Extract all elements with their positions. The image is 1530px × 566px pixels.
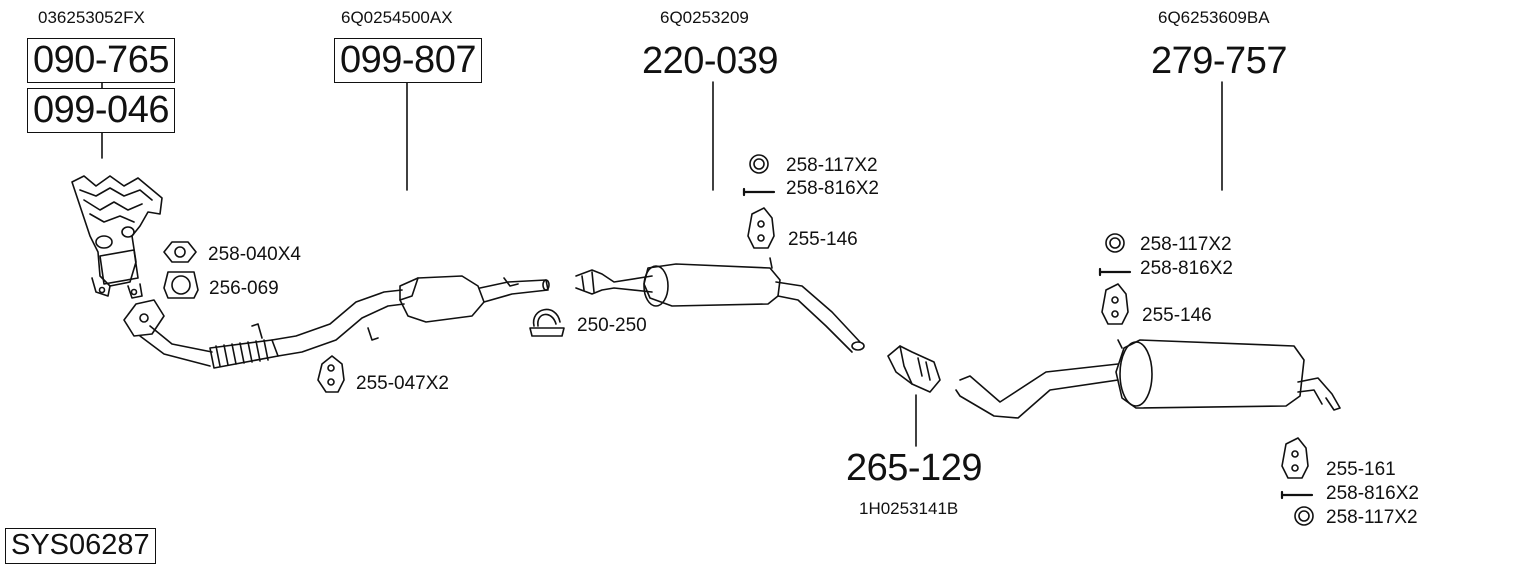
- label-clamp[interactable]: 250-250: [577, 315, 647, 336]
- label-hanger-front[interactable]: 255-047X2: [356, 373, 449, 394]
- label-bolt-center[interactable]: 258-816X2: [786, 178, 879, 199]
- oe-number-rear-muffler: 6Q6253609BA: [1158, 8, 1270, 27]
- center-muffler-icon: [575, 257, 865, 353]
- part-number-connector[interactable]: 265-129: [846, 447, 982, 489]
- bolt-icon: [742, 187, 1314, 500]
- part-number-manifold-a[interactable]: 090-765: [27, 38, 175, 83]
- label-ring-tail[interactable]: 258-117X2: [1326, 507, 1418, 528]
- ring-icon: [749, 154, 1314, 526]
- rear-muffler-icon: [955, 339, 1341, 419]
- connector-icon: [887, 345, 941, 393]
- label-hanger-center[interactable]: 255-146: [788, 229, 858, 250]
- system-id-label: SYS06287: [5, 528, 156, 564]
- label-hanger-tail[interactable]: 255-161: [1326, 459, 1396, 480]
- front-hanger-icon: [317, 355, 345, 393]
- part-number-manifold-b[interactable]: 099-046: [27, 88, 175, 133]
- label-bolt-rear[interactable]: 258-816X2: [1140, 258, 1233, 279]
- exhaust-manifold-icon: [71, 175, 163, 299]
- leader-lines: [101, 79, 1223, 447]
- part-number-rear-muffler[interactable]: 279-757: [1151, 40, 1287, 82]
- part-number-front-pipe[interactable]: 099-807: [334, 38, 482, 83]
- clamp-icon: [529, 308, 565, 337]
- oe-number-center-muffler: 6Q0253209: [660, 8, 749, 27]
- label-ring-center[interactable]: 258-117X2: [786, 155, 878, 176]
- label-nut[interactable]: 258-040X4: [208, 244, 301, 265]
- label-gasket-front[interactable]: 256-069: [209, 278, 279, 299]
- hanger-icon: [747, 207, 1309, 479]
- part-number-center-muffler[interactable]: 220-039: [642, 40, 778, 82]
- label-hanger-rear[interactable]: 255-146: [1142, 305, 1212, 326]
- gasket-icon: [163, 271, 199, 299]
- oe-number-manifold: 036253052FX: [38, 8, 145, 27]
- oe-number-connector: 1H0253141B: [859, 499, 959, 518]
- label-bolt-tail[interactable]: 258-816X2: [1326, 483, 1419, 504]
- oe-number-front-pipe: 6Q0254500AX: [341, 8, 453, 27]
- label-ring-rear[interactable]: 258-117X2: [1140, 234, 1232, 255]
- nut-icon: [163, 241, 197, 263]
- front-pipe-icon: [123, 275, 550, 369]
